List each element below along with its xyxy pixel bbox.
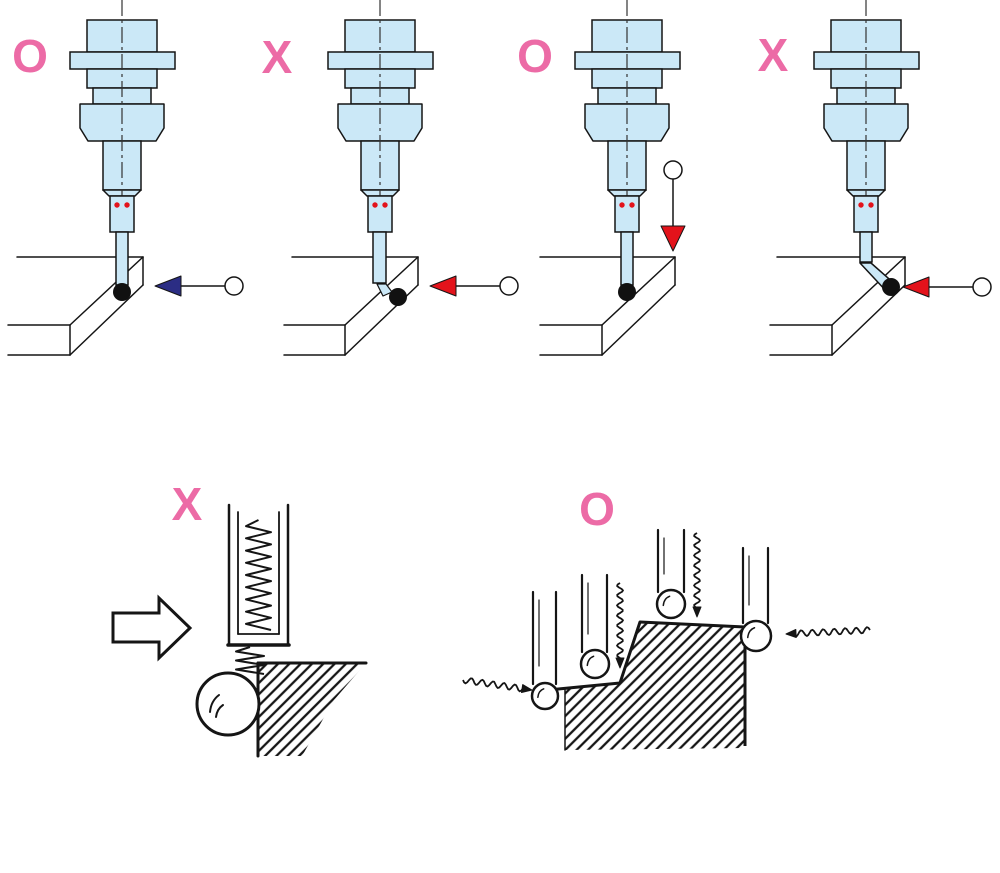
workpiece-top-edge [69, 256, 144, 326]
wavy-path [462, 677, 524, 693]
probe-1 [530, 590, 560, 711]
ball-highlight [662, 595, 671, 607]
stylus-ball [655, 588, 687, 620]
stylus-module-indicator-dot [382, 202, 388, 208]
mark-label-top-3: O [517, 30, 553, 82]
stylus-module-indicator-dot [114, 202, 120, 208]
mark-label-bottom-1: X [172, 478, 203, 530]
top-panels [7, 0, 992, 356]
approach-arrow [154, 275, 244, 297]
bottom-right-figure [462, 528, 871, 751]
approach-arrow-origin-circle [972, 277, 992, 297]
stylus-module [367, 195, 393, 233]
hatched-workpiece [258, 663, 366, 756]
approach-wave-right [785, 626, 871, 638]
hatched-stepped-workpiece [565, 622, 745, 750]
approach-arrowhead [154, 275, 182, 297]
stylus [115, 231, 129, 286]
stylus-ball [882, 278, 900, 296]
mark-label-top-1: O [12, 30, 48, 82]
ball-highlight [215, 704, 224, 718]
workpiece-block [539, 256, 676, 356]
probe-3 [655, 528, 687, 620]
workpiece-top-edge [831, 256, 906, 326]
approach-arrow [660, 160, 686, 252]
panel-3 [539, 0, 686, 356]
spring [245, 519, 272, 631]
wavy-path [616, 582, 624, 660]
workpiece-side-bottom-edge [601, 284, 676, 356]
probe-2 [579, 573, 611, 680]
wavy-arrowhead [615, 657, 625, 669]
wavy-arrowhead [692, 606, 702, 618]
mark-label-bottom-2: O [579, 483, 615, 535]
workpiece-block [283, 256, 419, 356]
ball-highlight [747, 627, 756, 639]
stylus-module [109, 195, 135, 233]
stylus-module [614, 195, 640, 233]
stylus [372, 231, 387, 284]
wavy-arrowhead [785, 629, 797, 638]
stylus-module-indicator-dot [372, 202, 378, 208]
workpiece-side-bottom-edge [69, 284, 144, 356]
probe [813, 0, 920, 296]
mark-labels: O X O X X O [12, 29, 789, 535]
ball-highlight [586, 655, 595, 667]
stylus-ball [113, 283, 131, 301]
stylus-ball [389, 288, 407, 306]
hollow-push-arrow [111, 594, 193, 662]
mark-label-top-4: X [758, 29, 789, 81]
approach-arrow-origin-circle [224, 276, 244, 296]
workpiece-profile-edge [547, 620, 747, 746]
approach-wave-down-1 [615, 582, 625, 669]
approach-arrow-origin-circle [663, 160, 683, 180]
mark-label-top-2: X [262, 31, 293, 83]
workpiece-top-edge [601, 256, 676, 326]
stylus-module-indicator-dot [868, 202, 874, 208]
stylus [859, 231, 873, 263]
probe [327, 0, 434, 306]
approach-arrow-origin-circle [499, 276, 519, 296]
stylus [620, 231, 634, 286]
probe-4 [739, 546, 773, 653]
panel-2 [283, 0, 519, 356]
probe [69, 0, 176, 301]
approach-arrowhead [660, 225, 686, 252]
workpiece-block [769, 256, 906, 356]
approach-wave-left [462, 677, 533, 693]
approach-arrow [429, 275, 519, 297]
bottom-left-figure [111, 503, 368, 758]
stylus-ball [195, 671, 261, 737]
wavy-path [795, 626, 871, 638]
stylus-module-indicator-dot [124, 202, 130, 208]
stylus-module [853, 195, 879, 233]
ball-highlight [537, 688, 545, 699]
workpiece-side-bottom-edge [344, 284, 419, 356]
panel-1 [7, 0, 244, 356]
stylus-ball [530, 681, 560, 711]
approach-wave-down-2 [692, 532, 702, 618]
probe-tube [226, 503, 291, 647]
workpiece-side-bottom-edge [831, 284, 906, 356]
ball-highlight [209, 694, 220, 713]
stylus-module-indicator-dot [629, 202, 635, 208]
approach-arrowhead [902, 276, 930, 298]
wavy-arrowhead [521, 684, 533, 693]
approach-arrow [902, 276, 992, 298]
stylus-module-indicator-dot [619, 202, 625, 208]
stylus-spring-link [235, 646, 265, 675]
probe [574, 0, 681, 301]
stylus-module-indicator-dot [858, 202, 864, 208]
wavy-path [693, 532, 701, 609]
stylus-ball [618, 283, 636, 301]
panel-4 [769, 0, 992, 356]
stylus-ball [739, 619, 773, 653]
stylus-ball [579, 648, 611, 680]
approach-arrowhead [429, 275, 457, 297]
